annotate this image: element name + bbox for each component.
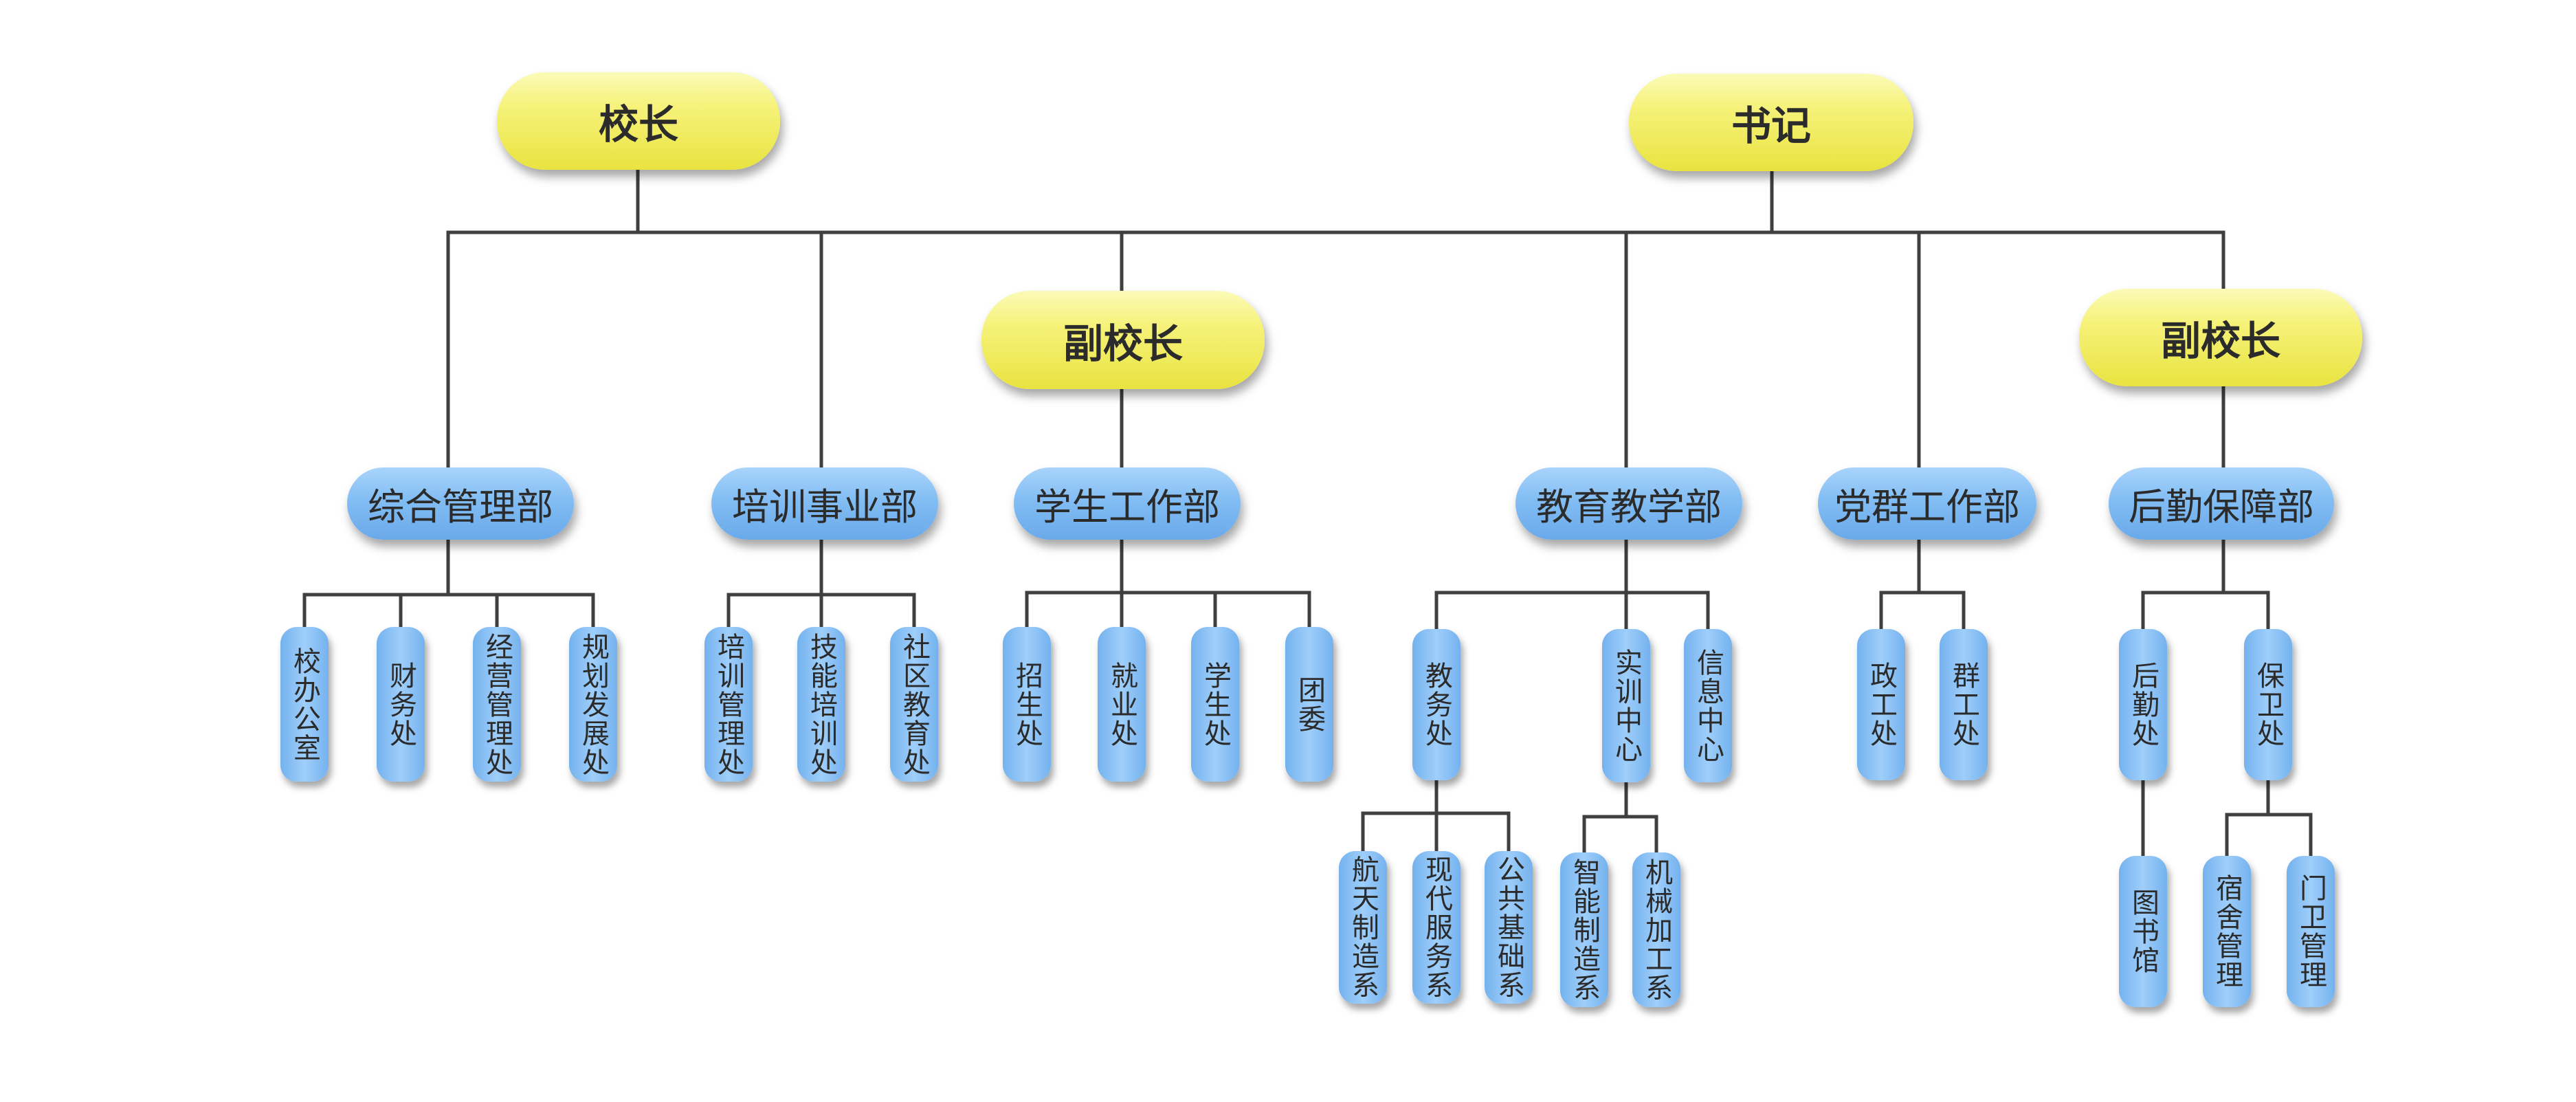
unit-node: 机械加工系 xyxy=(1632,852,1680,1007)
unit-node: 社区教育处 xyxy=(890,627,938,782)
dept-label: 培训事业部 xyxy=(732,485,918,529)
dept-party: 党群工作部 xyxy=(1818,467,2036,540)
principal-label: 校长 xyxy=(598,101,678,148)
principal-node: 校长 xyxy=(497,72,780,170)
unit-node: 政工处 xyxy=(1857,629,1905,780)
dept-logistics: 后勤保障部 xyxy=(2109,467,2334,540)
unit-node: 公共基础系 xyxy=(1485,851,1533,1004)
unit-label: 后勤处 xyxy=(2127,661,2159,748)
dept-label: 综合管理部 xyxy=(368,485,553,529)
secretary-label: 书记 xyxy=(1731,102,1811,149)
unit-node: 信息中心 xyxy=(1684,629,1732,782)
unit-node: 图书馆 xyxy=(2119,856,2167,1007)
unit-node: 经营管理处 xyxy=(473,627,521,782)
unit-node: 实训中心 xyxy=(1602,629,1650,782)
unit-label: 经营管理处 xyxy=(481,632,513,777)
unit-node: 航天制造系 xyxy=(1339,851,1387,1004)
unit-node: 规划发展处 xyxy=(569,627,617,782)
vice-principal-label: 副校长 xyxy=(2160,318,2280,364)
vice-principal-label: 副校长 xyxy=(1063,320,1183,367)
unit-label: 招生处 xyxy=(1011,661,1043,748)
vice-principal-node: 副校长 xyxy=(981,291,1265,389)
dept-teaching: 教育教学部 xyxy=(1515,467,1742,540)
unit-label: 财务处 xyxy=(385,661,417,748)
unit-label: 实训中心 xyxy=(1610,648,1642,764)
unit-label: 团委 xyxy=(1293,675,1325,734)
unit-label: 门卫管理 xyxy=(2295,874,2327,989)
unit-node: 学生处 xyxy=(1191,627,1239,782)
unit-label: 公共基础系 xyxy=(1493,855,1524,1000)
unit-node: 培训管理处 xyxy=(704,627,753,782)
unit-label: 现代服务系 xyxy=(1421,855,1452,1000)
unit-label: 教务处 xyxy=(1421,661,1452,748)
unit-label: 智能制造系 xyxy=(1568,857,1600,1002)
unit-node: 后勤处 xyxy=(2119,629,2167,780)
unit-node: 智能制造系 xyxy=(1560,852,1608,1007)
unit-label: 校办公室 xyxy=(289,646,320,762)
dept-label: 教育教学部 xyxy=(1536,485,1722,529)
dept-general: 综合管理部 xyxy=(347,467,574,540)
unit-label: 机械加工系 xyxy=(1641,857,1672,1002)
unit-label: 培训管理处 xyxy=(713,632,744,777)
unit-label: 社区教育处 xyxy=(898,632,930,777)
unit-node: 宿舍管理 xyxy=(2203,856,2251,1007)
unit-label: 规划发展处 xyxy=(577,632,609,777)
unit-node: 门卫管理 xyxy=(2287,856,2335,1007)
unit-node: 现代服务系 xyxy=(1412,851,1461,1004)
unit-label: 学生处 xyxy=(1199,661,1231,748)
dept-student: 学生工作部 xyxy=(1014,467,1241,540)
unit-node: 财务处 xyxy=(377,627,425,782)
dept-training: 培训事业部 xyxy=(711,467,938,540)
unit-label: 政工处 xyxy=(1865,661,1897,748)
unit-label: 群工处 xyxy=(1948,661,1979,748)
unit-node: 群工处 xyxy=(1940,629,1988,780)
unit-label: 航天制造系 xyxy=(1347,855,1379,1000)
secretary-node: 书记 xyxy=(1629,74,1913,171)
unit-node: 就业处 xyxy=(1098,627,1146,782)
unit-label: 宿舍管理 xyxy=(2211,874,2243,989)
dept-label: 党群工作部 xyxy=(1834,485,2020,529)
unit-label: 就业处 xyxy=(1106,661,1137,748)
vice-principal-node: 副校长 xyxy=(2079,289,2362,386)
unit-node: 团委 xyxy=(1285,627,1333,782)
unit-node: 保卫处 xyxy=(2244,629,2292,780)
unit-node: 技能培训处 xyxy=(797,627,845,782)
unit-node: 招生处 xyxy=(1003,627,1051,782)
unit-label: 图书馆 xyxy=(2127,888,2159,975)
unit-label: 保卫处 xyxy=(2252,661,2284,748)
unit-node: 校办公室 xyxy=(280,627,329,782)
unit-label: 技能培训处 xyxy=(806,632,837,777)
dept-label: 后勤保障部 xyxy=(2129,485,2314,529)
dept-label: 学生工作部 xyxy=(1034,485,1220,529)
unit-node: 教务处 xyxy=(1412,629,1461,780)
unit-label: 信息中心 xyxy=(1692,648,1724,764)
